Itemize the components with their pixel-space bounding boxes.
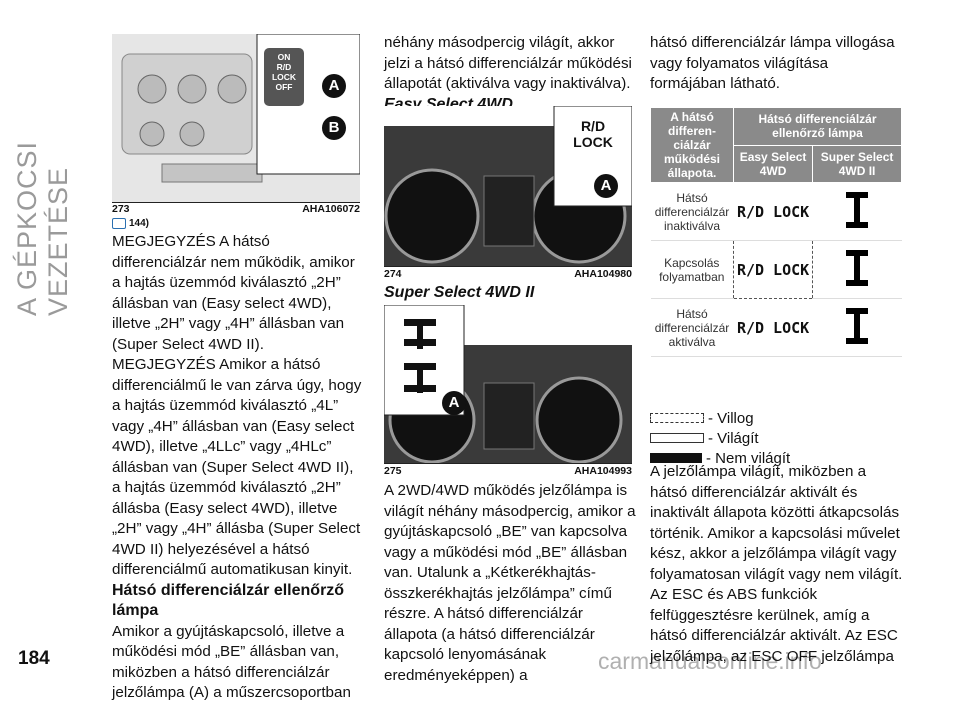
section-side-title: A GÉPKOCSI VEZETÉSE [12, 140, 73, 316]
legend-flashing: - Villog [650, 408, 905, 428]
figure-code: AHA106072 [302, 203, 360, 215]
figure-273: ON R/D LOCK OFF A B [112, 34, 360, 203]
table-row: Kapcsolás folyamatban R/D LOCK [650, 240, 902, 299]
figure-number: 273 [112, 203, 130, 215]
inset-label-rd: R/D [580, 118, 606, 134]
column-3-intro: hátsó differenciálzár lámpa villogása va… [650, 33, 905, 95]
legend-label: - Világít [708, 429, 759, 447]
legend-label: - Villog [708, 409, 754, 427]
column-1: MEGJEGYZÉS A hátsó differenciálzár nem m… [112, 232, 364, 704]
callout-a: A [322, 74, 346, 98]
4wd-lamp-icon [812, 182, 902, 241]
rd-lock-lamp-icon: R/D LOCK [733, 182, 813, 241]
dashboard-switch-illustration [112, 34, 360, 202]
column-3-body: A jelzőlámpa világít, miközben a hátsó d… [650, 462, 905, 667]
figure-275-caption: 275 AHA104993 [384, 465, 632, 477]
off-swatch-icon [650, 453, 702, 463]
flashing-swatch-icon [650, 413, 704, 423]
callout-b: B [322, 116, 346, 140]
figure-274: R/D LOCK A [384, 106, 632, 267]
paragraph: A jelzőlámpa világít, miközben a hátsó d… [650, 463, 903, 665]
table-row: Hátsó differenciálzár aktiválva R/D LOCK [650, 298, 902, 357]
paragraph: MEGJEGYZÉS A hátsó differenciálzár nem m… [112, 233, 355, 353]
table-header-super: Super Select 4WD II [812, 144, 902, 183]
switch-label-lock: LOCK [271, 72, 297, 82]
figure-code: AHA104993 [574, 465, 632, 477]
paragraph: hátsó differenciálzár lámpa villogása va… [650, 34, 895, 92]
lamp-legend: - Villog - Világít - Nem világít [650, 408, 905, 468]
figure-code: AHA104980 [574, 268, 632, 280]
legend-label: - Nem világít [706, 449, 791, 467]
4wd-lamp-icon [812, 298, 902, 357]
note-reference: 144) [112, 218, 149, 229]
figure-number: 275 [384, 465, 402, 477]
paragraph: néhány másodpercig világít, akkor jelzi … [384, 34, 632, 92]
paragraph: Amikor a gyújtáskapcsoló, illetve a műkö… [112, 622, 351, 702]
legend-off: - Nem világít [650, 448, 905, 468]
table-header-lamp: Hátsó differenciálzár ellenőrző lámpa [733, 107, 902, 146]
rd-lock-lamp-lit-icon: R/D LOCK [733, 298, 813, 357]
book-icon [112, 218, 126, 229]
row-state: Hátsó differenciálzár inaktiválva [650, 182, 734, 241]
figure-275: A [384, 305, 632, 464]
section-heading: Super Select 4WD II [384, 284, 535, 301]
figure-273-caption: 273 AHA106072 [112, 203, 360, 215]
legend-lit: - Világít [650, 428, 905, 448]
switch-label-rd: R/D [276, 62, 292, 72]
watermark: carmanualsonline.info [598, 648, 822, 674]
column-2-heading-2: Super Select 4WD II [384, 283, 636, 304]
figure-number: 274 [384, 268, 402, 280]
row-state: Hátsó differenciálzár aktiválva [650, 298, 734, 357]
figure-274-caption: 274 AHA104980 [384, 268, 632, 280]
instrument-cluster-illustration [384, 305, 632, 463]
table-header-easy: Easy Select 4WD [732, 144, 814, 183]
table-header-state: A hátsó differen-ciálzár működési állapo… [650, 107, 734, 183]
switch-label-off: OFF [275, 82, 293, 92]
column-2-body: A 2WD/4WD működés jelzőlámpa is világít … [384, 481, 636, 686]
callout-a: A [594, 174, 618, 198]
paragraph: A 2WD/4WD működés jelzőlámpa is világít … [384, 482, 636, 684]
switch-label-on: ON [277, 52, 291, 62]
row-state: Kapcsolás folyamatban [650, 240, 734, 299]
note-ref-label: 144) [129, 218, 150, 229]
callout-a: A [442, 391, 466, 415]
lit-swatch-icon [650, 433, 704, 443]
table-row: Hátsó differenciálzár inaktiválva R/D LO… [650, 182, 902, 241]
rd-lock-lamp-flashing-icon: R/D LOCK [732, 240, 814, 299]
paragraph: MEGJEGYZÉS Amikor a hátsó differenciálmű… [112, 356, 362, 578]
section-heading: Hátsó differenciálzár ellenőrző lámpa [112, 581, 345, 620]
page-number: 184 [18, 648, 50, 669]
column-2-intro: néhány másodpercig világít, akkor jelzi … [384, 33, 636, 115]
4wd-lamp-icon [812, 240, 902, 299]
inset-label-lock: LOCK [573, 134, 613, 150]
indicator-lamp-table: A hátsó differen-ciálzár működési állapo… [650, 107, 902, 357]
